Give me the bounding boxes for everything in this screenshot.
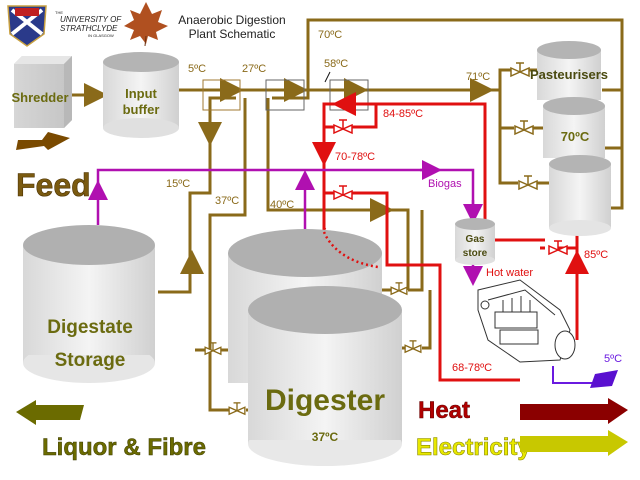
heat-exchanger-1 (202, 79, 241, 111)
gas-store-tank[interactable]: Gas store (455, 218, 495, 265)
title-line2: Plant Schematic (189, 27, 276, 41)
pasteuriser-tank-2[interactable]: 70ºC (543, 97, 605, 158)
valve-icon[interactable] (510, 62, 530, 77)
temp-58c: 58ºC (324, 58, 348, 70)
liquor-fibre-arrow (16, 400, 84, 425)
pointer-58c (324, 71, 331, 83)
cold-water-arrow (590, 370, 618, 388)
feed-arrow (16, 132, 70, 150)
logo-text-small: THE (55, 10, 63, 15)
digestate-pipes (158, 18, 624, 412)
temp-5c-cold: 5ºC (604, 353, 622, 365)
electricity-arrow (520, 430, 628, 456)
pasteuriser-tank-3[interactable] (549, 155, 611, 236)
title-line1: Anaerobic Digestion (178, 13, 285, 27)
heat-label: Heat (418, 397, 470, 424)
shredder-label: Shredder (11, 90, 68, 105)
temp-84-85c: 84-85ºC (383, 108, 423, 120)
temp-68-78c: 68-78ºC (452, 362, 492, 374)
valve-icon[interactable] (514, 120, 534, 135)
digestate-storage-label-1: Digestate (47, 317, 133, 338)
biogas-label: Biogas (428, 178, 462, 190)
valve-icon[interactable] (228, 402, 246, 415)
heat-exchanger-2 (265, 79, 305, 111)
gas-store-label-1: Gas (466, 234, 485, 245)
valve-icon[interactable] (404, 340, 422, 353)
digester-label: Digester (265, 384, 385, 417)
feed-label: Feed (16, 167, 91, 203)
pasteuriser-tank-1[interactable]: Pasteurisers (530, 41, 608, 100)
cold-water-pipe (552, 366, 595, 384)
hot-water-pipes (312, 92, 589, 382)
logo-text-line1: UNIVERSITY OF (60, 15, 122, 24)
pasteurisers-label: Pasteurisers (530, 67, 608, 82)
temp-5c-inlet: 5ºC (188, 63, 206, 75)
logo-text-line2: STRATHCLYDE (60, 24, 118, 33)
valve-icon[interactable] (518, 175, 538, 190)
input-buffer-tank[interactable]: Input buffer (103, 52, 179, 138)
shredder[interactable]: Shredder (11, 56, 72, 128)
temp-71c: 71ºC (466, 71, 490, 83)
temp-70-78c: 70-78ºC (335, 151, 375, 163)
digester-tank[interactable]: Digester 37ºC (248, 286, 402, 466)
chp-engine-icon[interactable] (477, 279, 576, 363)
valve-icon[interactable] (390, 282, 408, 295)
valve-icon[interactable] (333, 119, 353, 134)
valve-icon[interactable] (333, 185, 353, 200)
input-buffer-label-2: buffer (123, 102, 160, 117)
gas-store-label-2: store (463, 248, 488, 259)
temp-85c: 85ºC (584, 249, 608, 261)
temp-70c-return: 70ºC (318, 29, 342, 41)
leaf-icon (124, 2, 168, 47)
electricity-label: Electricity (416, 434, 531, 461)
temperature-labels: 5ºC 27ºC 70ºC 58ºC 71ºC 84-85ºC 70-78ºC … (166, 29, 622, 374)
valve-icon[interactable] (548, 240, 568, 255)
digestate-storage-tank[interactable]: Digestate Storage (23, 225, 155, 383)
digester-temp: 37ºC (312, 430, 339, 444)
digestate-storage-label-2: Storage (55, 350, 126, 371)
valve-icon[interactable] (204, 342, 222, 355)
temp-37c: 37ºC (215, 195, 239, 207)
pasteuriser-temp: 70ºC (561, 129, 590, 144)
university-logo: THE UNIVERSITY OF STRATHCLYDE IN GLASGOW (7, 5, 122, 47)
logo-text-line3: IN GLASGOW (88, 33, 114, 38)
temp-15c: 15ºC (166, 178, 190, 190)
heat-arrow (520, 398, 628, 424)
liquor-fibre-label: Liquor & Fibre (42, 434, 206, 461)
input-buffer-label-1: Input (125, 86, 157, 101)
temp-40c: 40ºC (270, 199, 294, 211)
hot-water-label: Hot water (486, 267, 533, 279)
temp-27c: 27ºC (242, 63, 266, 75)
